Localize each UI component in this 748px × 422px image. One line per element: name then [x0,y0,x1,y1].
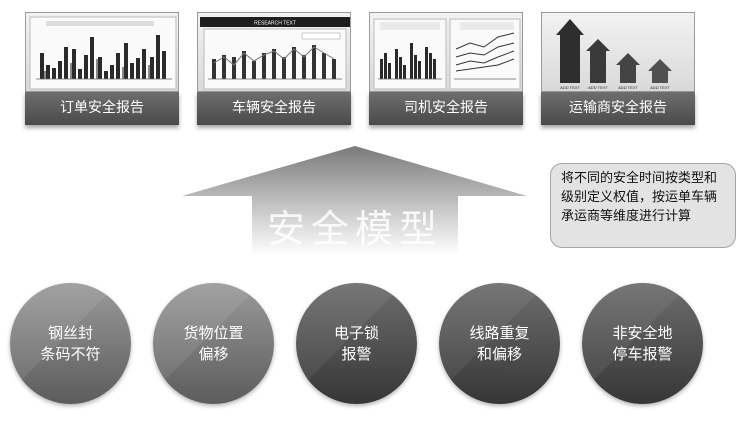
factor-label: 线路重复 和偏移 [469,323,530,363]
factor-circle-parking[interactable]: 非安全地 停车报警 [582,283,703,404]
callout-box: 将不同的安全时间按类型和级别定义权值，按运单车辆承运商等维度进行计算 [550,163,736,248]
factor-label: 非安全地 停车报警 [612,323,673,363]
driver-report-thumbnail [369,12,523,92]
vehicle-report-thumbnail: RESEARCH TEXT [197,12,351,92]
report-card-carrier[interactable]: ADD TEXT ADD TEXT ADD TEXT ADD TEXT 运输商安… [541,12,695,125]
order-report-thumbnail [25,12,179,92]
report-card-order[interactable]: 订单安全报告 [25,12,179,125]
report-card-vehicle[interactable]: RESEARCH TEXT 车辆安全报告 [197,12,351,125]
carrier-thumb-tag: ADD TEXT [650,85,670,90]
carrier-report-thumbnail: ADD TEXT ADD TEXT ADD TEXT ADD TEXT [541,12,695,92]
factor-circle-seal[interactable]: 钢丝封 条码不符 [10,283,131,404]
carrier-thumb-tag: ADD TEXT [618,85,638,90]
factor-label: 货物位置 偏移 [183,323,244,363]
callout-text: 将不同的安全时间按类型和级别定义权值，按运单车辆承运商等维度进行计算 [561,171,718,224]
factor-label: 电子锁 报警 [333,323,379,363]
report-card-driver[interactable]: 司机安全报告 [369,12,523,125]
factor-label: 钢丝封 条码不符 [40,323,101,363]
factor-circle-lock[interactable]: 电子锁 报警 [296,283,417,404]
factor-circle-cargo[interactable]: 货物位置 偏移 [153,283,274,404]
vehicle-thumb-header: RESEARCH TEXT [254,21,296,27]
report-label: 运输商安全报告 [541,92,695,125]
report-label: 订单安全报告 [25,92,179,125]
carrier-thumb-tag: ADD TEXT [560,85,580,90]
report-label: 司机安全报告 [369,92,523,125]
factor-circle-route[interactable]: 线路重复 和偏移 [439,283,560,404]
carrier-thumb-tag: ADD TEXT [588,85,608,90]
report-label: 车辆安全报告 [197,92,351,125]
model-label: 安全模型 [267,207,443,251]
